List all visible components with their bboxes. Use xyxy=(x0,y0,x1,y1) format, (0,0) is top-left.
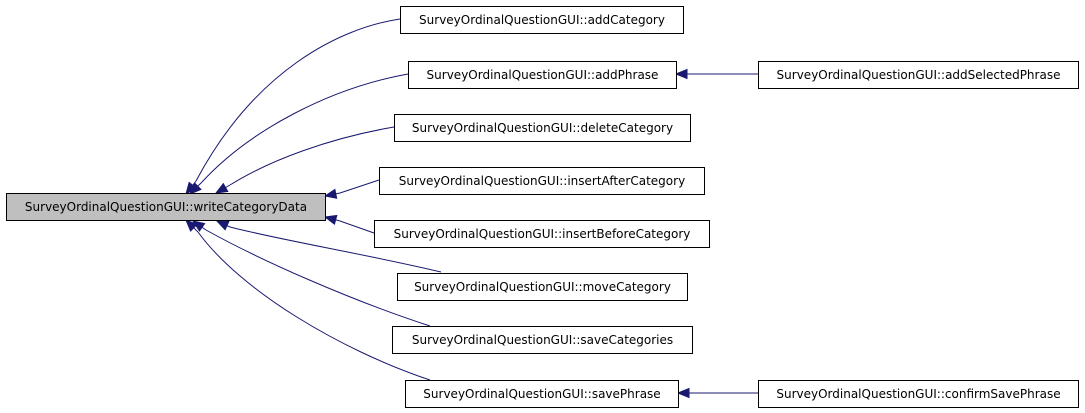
edge-line xyxy=(229,126,395,186)
edge-addCategory-to-root xyxy=(185,18,401,196)
node-box[interactable] xyxy=(405,380,679,408)
edge-line xyxy=(197,231,431,381)
edge-confirmSavePhrase-to-savePhrase xyxy=(676,387,758,399)
node-addCategory[interactable]: SurveyOrdinalQuestionGUI::addCategory xyxy=(400,6,684,34)
node-savePhrase[interactable]: SurveyOrdinalQuestionGUI::savePhrase xyxy=(405,380,679,408)
node-root[interactable]: SurveyOrdinalQuestionGUI::writeCategoryD… xyxy=(6,193,326,221)
edge-line xyxy=(229,226,442,273)
node-box[interactable] xyxy=(392,326,693,354)
edge-line xyxy=(205,229,431,327)
edge-line xyxy=(195,18,401,182)
node-insertAfterCategory[interactable]: SurveyOrdinalQuestionGUI::insertAfterCat… xyxy=(379,167,705,195)
node-box[interactable] xyxy=(400,6,684,34)
nodes-layer: SurveyOrdinalQuestionGUI::writeCategoryD… xyxy=(6,6,1079,408)
edge-line xyxy=(201,73,409,183)
node-confirmSavePhrase[interactable]: SurveyOrdinalQuestionGUI::confirmSavePhr… xyxy=(758,380,1079,408)
node-box[interactable] xyxy=(6,193,326,221)
node-box[interactable] xyxy=(758,61,1079,89)
node-addSelectedPhrase[interactable]: SurveyOrdinalQuestionGUI::addSelectedPhr… xyxy=(758,61,1079,89)
node-box[interactable] xyxy=(394,114,691,142)
edge-addPhrase-to-root xyxy=(189,73,409,195)
node-label: SurveyOrdinalQuestionGUI::addSelectedPhr… xyxy=(777,68,1061,82)
node-label: SurveyOrdinalQuestionGUI::writeCategoryD… xyxy=(25,200,307,214)
node-label: SurveyOrdinalQuestionGUI::savePhrase xyxy=(423,387,660,401)
edge-addSelectedPhrase-to-addPhrase xyxy=(674,68,758,80)
node-label: SurveyOrdinalQuestionGUI::moveCategory xyxy=(414,280,671,294)
edge-savePhrase-to-root xyxy=(185,219,431,381)
edge-deleteCategory-to-root xyxy=(214,126,395,194)
node-box[interactable] xyxy=(379,167,705,195)
node-box[interactable] xyxy=(758,380,1079,408)
arrowhead xyxy=(323,214,338,226)
arrowhead xyxy=(215,220,230,231)
arrowhead xyxy=(323,188,338,199)
arrowhead xyxy=(676,387,690,399)
node-label: SurveyOrdinalQuestionGUI::saveCategories xyxy=(412,333,673,347)
node-label: SurveyOrdinalQuestionGUI::addCategory xyxy=(419,13,665,27)
node-label: SurveyOrdinalQuestionGUI::confirmSavePhr… xyxy=(776,387,1060,401)
edges-layer xyxy=(185,18,758,399)
node-box[interactable] xyxy=(397,273,688,301)
edge-line xyxy=(339,220,375,234)
node-addPhrase[interactable]: SurveyOrdinalQuestionGUI::addPhrase xyxy=(408,61,677,89)
node-label: SurveyOrdinalQuestionGUI::insertAfterCat… xyxy=(399,174,685,188)
edge-insertAfterCategory-to-root xyxy=(323,179,380,199)
node-box[interactable] xyxy=(408,61,677,89)
edge-insertBeforeCategory-to-root xyxy=(323,214,375,234)
node-moveCategory[interactable]: SurveyOrdinalQuestionGUI::moveCategory xyxy=(397,273,688,301)
arrowhead xyxy=(185,219,198,232)
arrowhead xyxy=(674,68,688,80)
arrowhead xyxy=(214,182,229,194)
node-label: SurveyOrdinalQuestionGUI::deleteCategory xyxy=(412,121,673,135)
node-box[interactable] xyxy=(374,220,710,248)
node-deleteCategory[interactable]: SurveyOrdinalQuestionGUI::deleteCategory xyxy=(394,114,691,142)
edge-line xyxy=(339,179,380,194)
edge-moveCategory-to-root xyxy=(215,220,442,273)
node-insertBeforeCategory[interactable]: SurveyOrdinalQuestionGUI::insertBeforeCa… xyxy=(374,220,710,248)
node-label: SurveyOrdinalQuestionGUI::addPhrase xyxy=(427,68,659,82)
node-saveCategories[interactable]: SurveyOrdinalQuestionGUI::saveCategories xyxy=(392,326,693,354)
arrowhead xyxy=(189,182,202,195)
node-label: SurveyOrdinalQuestionGUI::insertBeforeCa… xyxy=(394,227,691,241)
